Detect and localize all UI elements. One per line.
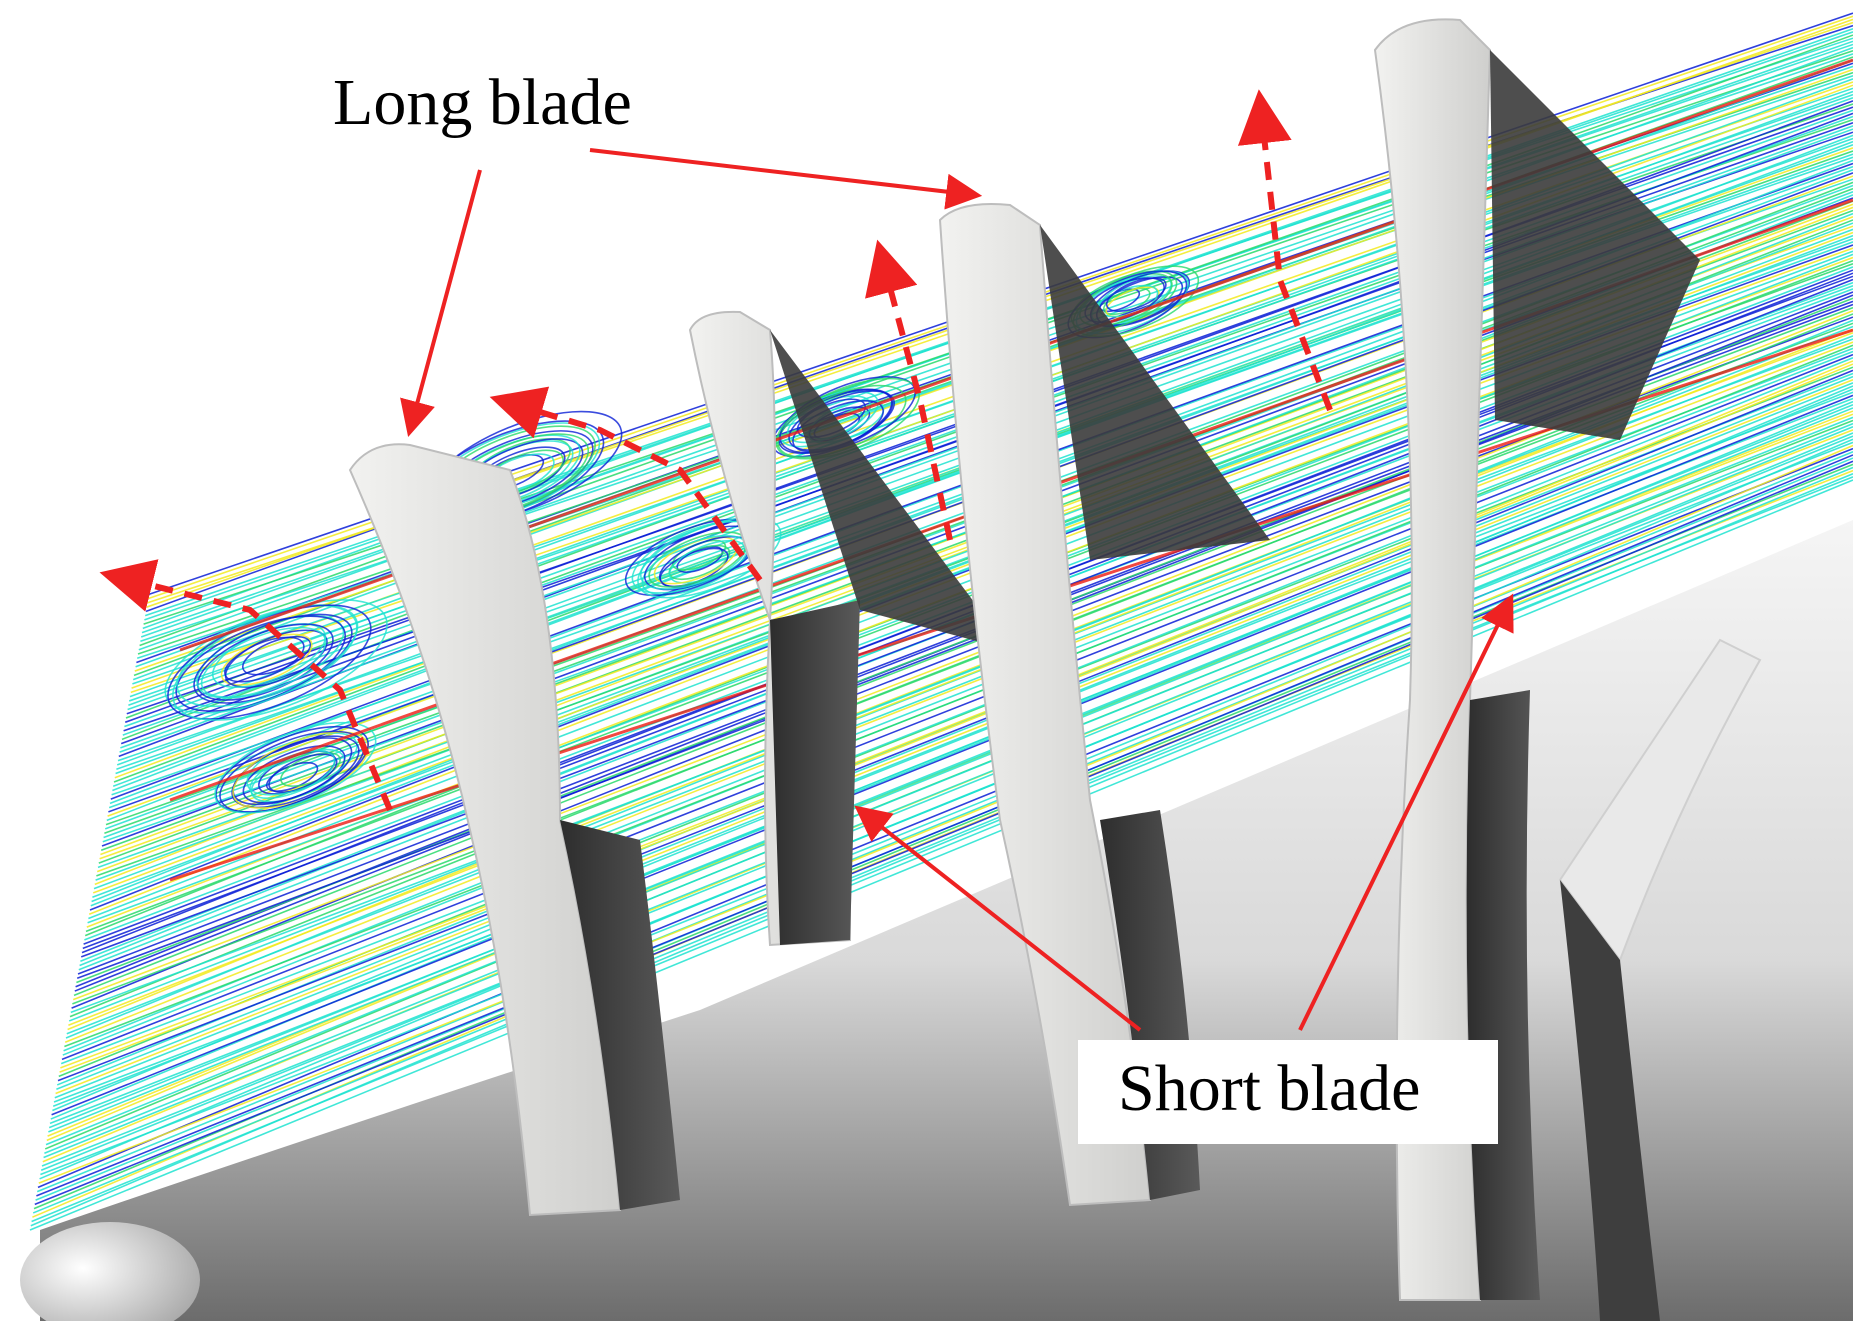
streamline (45, 416, 1853, 1146)
vortex-line (224, 629, 328, 688)
short-blade-label: Short blade (1118, 1052, 1421, 1125)
streamline (56, 372, 1853, 1086)
vortex-line (265, 761, 319, 792)
arrow-long-blade-1 (400, 169, 482, 437)
short-blade-1 (688, 310, 1010, 947)
streamline (60, 357, 1853, 1065)
streamline (64, 341, 1853, 1044)
long-blade-label: Long blade (333, 66, 632, 139)
streamline (29, 479, 1853, 1231)
vortex-line (176, 604, 359, 708)
streamline (64, 344, 1853, 1048)
vortex-line (637, 516, 782, 599)
callout-arrows (400, 148, 1514, 1032)
arrow-short-blade-1 (854, 805, 1142, 1032)
streamline (59, 363, 1853, 1073)
long-blade-3 (1373, 18, 1762, 1321)
streamline (49, 400, 1853, 1125)
streamline (57, 369, 1853, 1082)
vortex-line (214, 721, 377, 814)
streamline (48, 407, 1853, 1133)
vortex-line (200, 626, 327, 699)
vortex-line (175, 615, 347, 712)
hub-end-cap (20, 1222, 200, 1321)
streamline (52, 391, 1853, 1112)
streamline (34, 460, 1853, 1206)
streamline (36, 454, 1853, 1197)
streamline (37, 447, 1853, 1189)
vortex-line (172, 599, 388, 721)
short-blade-label-box (1078, 1040, 1498, 1144)
streamline (40, 438, 1853, 1176)
vortex-arrows (99, 89, 1333, 812)
vortex-line (231, 735, 360, 809)
vortex-line (1105, 277, 1167, 312)
streamline (63, 347, 1853, 1052)
vortex-line (164, 604, 358, 714)
long-blade-1 (348, 443, 680, 1217)
arrow-short-blade-2 (1298, 593, 1514, 1031)
arrow-long-blade-2 (589, 148, 983, 210)
streamline (41, 432, 1853, 1167)
streamline (53, 385, 1853, 1103)
streamline (38, 444, 1853, 1184)
vortex-line (668, 539, 746, 584)
streamline (60, 360, 1853, 1069)
